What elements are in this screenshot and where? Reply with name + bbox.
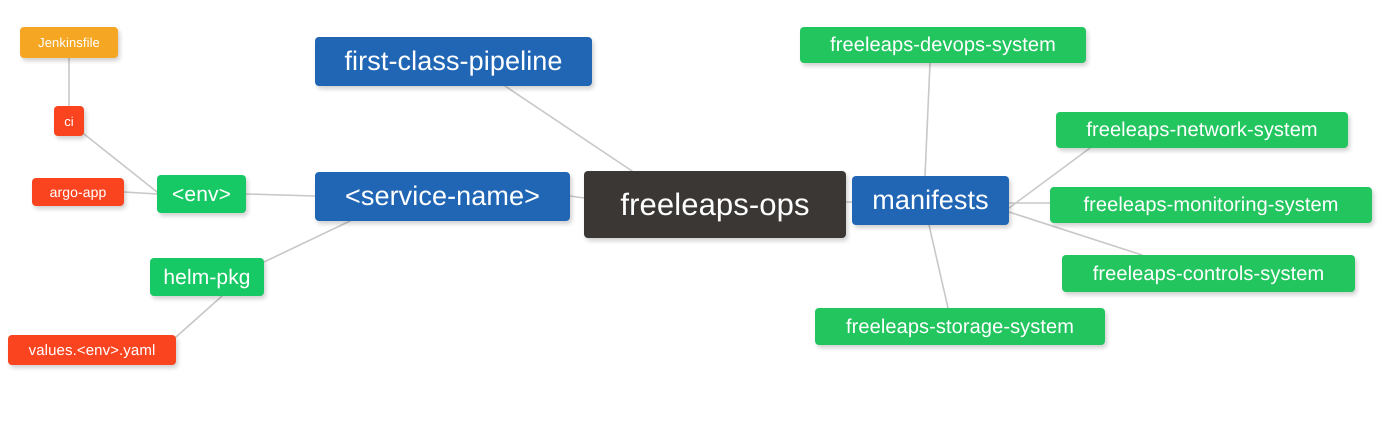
node-monitoring[interactable]: freeleaps-monitoring-system: [1050, 187, 1372, 223]
node-env[interactable]: <env>: [157, 175, 246, 213]
node-root[interactable]: freeleaps-ops: [584, 171, 846, 238]
node-controls[interactable]: freeleaps-controls-system: [1062, 255, 1355, 292]
node-network[interactable]: freeleaps-network-system: [1056, 112, 1348, 148]
edge-manifests-to-devops: [924, 62, 931, 177]
node-ci[interactable]: ci: [54, 106, 84, 136]
node-argo-app[interactable]: argo-app: [32, 178, 124, 206]
edge-argo-app-to-env: [123, 191, 158, 195]
node-helm-pkg[interactable]: helm-pkg: [150, 258, 264, 296]
edge-manifests-to-storage: [928, 224, 949, 309]
node-service-name[interactable]: <service-name>: [315, 172, 570, 221]
node-devops[interactable]: freeleaps-devops-system: [800, 27, 1086, 63]
node-manifests[interactable]: manifests: [852, 176, 1009, 225]
node-storage[interactable]: freeleaps-storage-system: [815, 308, 1105, 345]
edge-env-to-service-name: [245, 193, 316, 197]
edge-service-name-to-root: [569, 195, 585, 199]
node-jenkinsfile[interactable]: Jenkinsfile: [20, 27, 118, 58]
node-pipeline[interactable]: first-class-pipeline: [315, 37, 592, 86]
edge-pipeline-to-root: [504, 85, 633, 172]
edge-values-yaml-to-helm-pkg: [175, 295, 223, 338]
edge-helm-pkg-to-service-name: [263, 220, 351, 263]
node-values-yaml[interactable]: values.<env>.yaml: [8, 335, 176, 365]
